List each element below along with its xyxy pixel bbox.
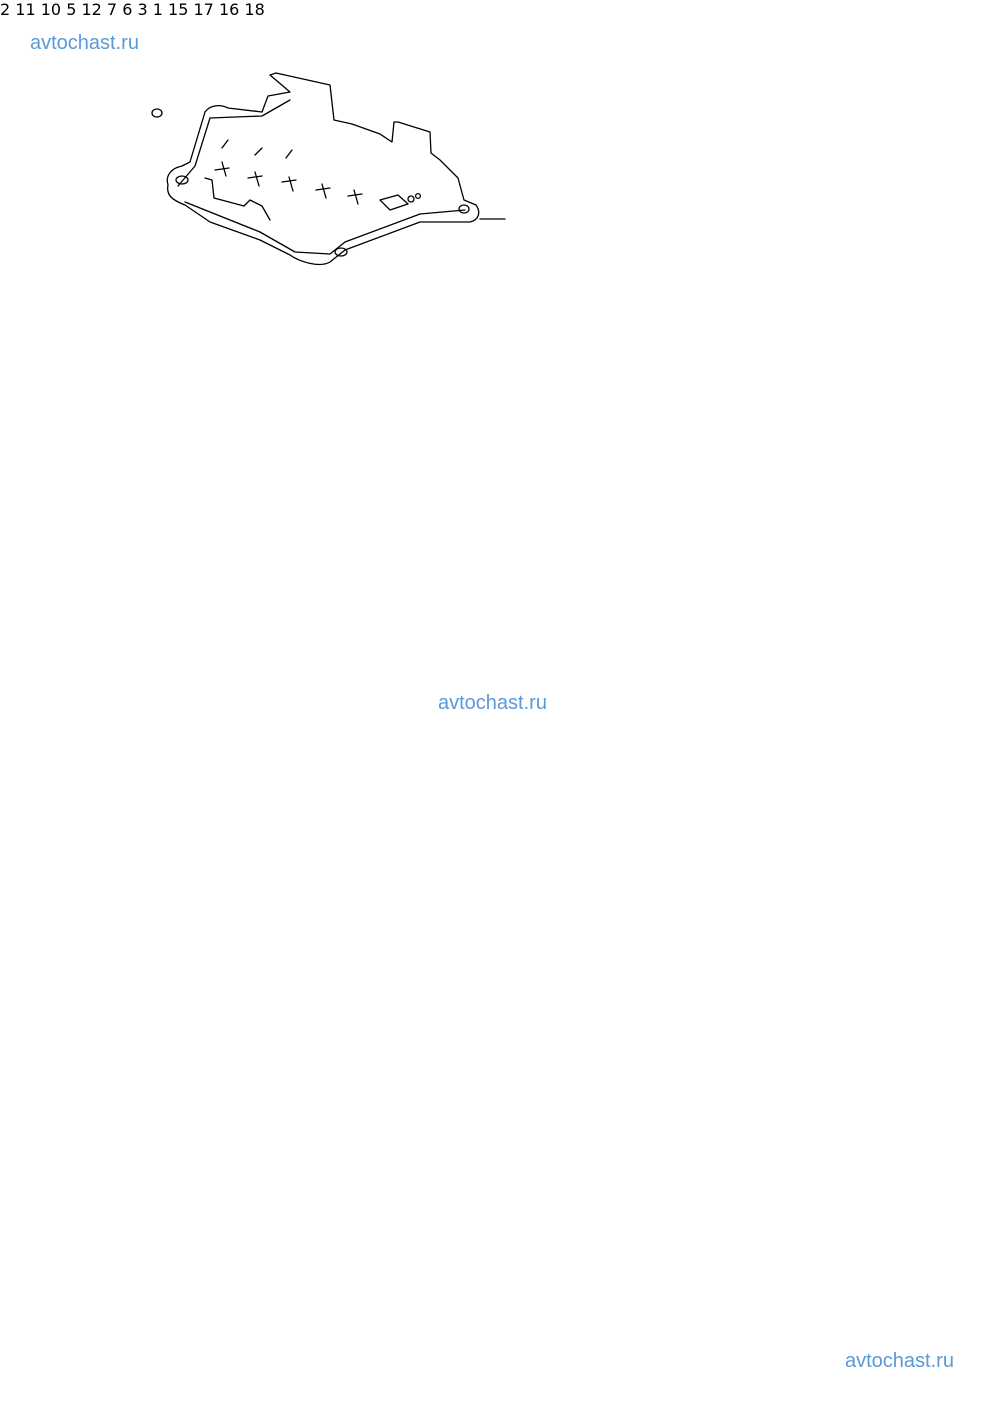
callout-1: 1 — [152, 0, 163, 19]
callout-6: 6 — [122, 0, 133, 19]
watermark-top-left: avtochast.ru — [30, 32, 139, 54]
callout-17: 17 — [193, 0, 214, 19]
watermark-middle: avtochast.ru — [438, 692, 547, 714]
part-2-cover[interactable] — [151, 72, 506, 266]
callout-2: 2 — [0, 0, 11, 19]
callout-5: 5 — [66, 0, 77, 19]
callout-7: 7 — [106, 0, 118, 19]
leader-line-1: 15 17 16 18 — [168, 0, 265, 19]
callout-10: 10 — [40, 0, 62, 19]
watermark-bottom-right: avtochast.ru — [845, 1350, 954, 1372]
callout-12: 12 — [81, 0, 102, 19]
callout-16: 16 — [218, 0, 240, 19]
callout-18: 18 — [244, 0, 265, 19]
callout-15: 15 — [168, 0, 189, 19]
callout-11: 11 — [15, 0, 36, 19]
callout-3: 3 — [137, 0, 148, 19]
